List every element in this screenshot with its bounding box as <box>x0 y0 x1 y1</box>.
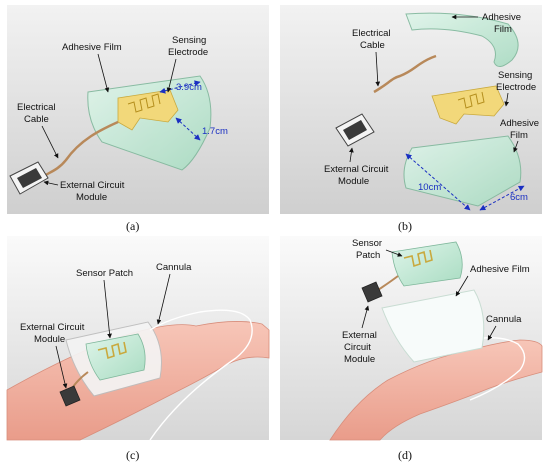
arrow-external-circuit-c <box>55 345 68 389</box>
label-external-circuit-d-line2: Circuit <box>344 342 371 353</box>
arrow-electrical-cable <box>41 125 59 159</box>
label-electrical-cable-line1: Electrical <box>17 102 56 113</box>
panel-c-label: (c) <box>126 448 139 462</box>
label-cannula-d: Cannula <box>486 314 522 325</box>
sensing-electrode-shape-b <box>431 85 505 125</box>
dimension-6cm-label: 6cm <box>510 192 528 203</box>
panel-c: Sensor Patch Cannula External Circuit Mo… <box>6 236 270 441</box>
label-sensing-electrode-line2: Electrode <box>168 47 208 58</box>
arrow-external-circuit-b <box>349 147 354 163</box>
label-adhesive-film-bottom-line1: Adhesive <box>500 118 539 129</box>
arrow-adhesive-film-bottom <box>513 140 519 153</box>
dimension-line-10cm <box>405 153 471 211</box>
sensor-patch-shape-c <box>85 333 146 381</box>
electrical-cable-shape <box>43 120 119 178</box>
label-electrical-cable-b-line1: Electrical <box>352 28 391 39</box>
arrow-sensor-patch-d <box>385 249 403 257</box>
arm-shape-d <box>329 339 543 441</box>
sensor-patch-shape-d <box>391 241 463 287</box>
dimension-height-label: 1.7cm <box>202 126 228 137</box>
panel-d: Sensor Patch Adhesive Film Cannula Exter… <box>280 236 543 441</box>
label-adhesive-film-top-line1: Adhesive <box>482 12 521 23</box>
label-sensing-electrode-line1: Sensing <box>172 35 206 46</box>
top-adhesive-film-shape <box>405 12 519 67</box>
electrical-cable-shape-b <box>373 54 437 94</box>
external-circuit-module-shape-d <box>361 281 383 303</box>
label-external-circuit-c-line2: Module <box>34 334 65 345</box>
external-circuit-module-shape-b <box>335 113 375 147</box>
label-sensing-electrode-b-line2: Electrode <box>496 82 536 93</box>
electrode-shape-c <box>97 341 127 360</box>
label-adhesive-film-d: Adhesive Film <box>470 264 530 275</box>
label-electrical-cable-line2: Cable <box>24 114 49 125</box>
dimension-line-width <box>159 80 201 94</box>
arrow-sensing-electrode-b <box>504 92 510 107</box>
panel-a-label: (a) <box>126 219 139 233</box>
label-adhesive-film-top-line2: Film <box>494 24 512 35</box>
electrode-serpentine-b <box>457 91 485 109</box>
panel-d-label: (d) <box>398 448 412 462</box>
arrow-adhesive-film <box>97 53 110 93</box>
label-adhesive-film: Adhesive Film <box>62 42 122 53</box>
dimension-width-label: 3.9cm <box>176 82 202 93</box>
label-external-circuit-b-line1: External Circuit <box>324 164 389 175</box>
dimension-10cm-label: 10cm <box>418 182 441 193</box>
arrow-external-circuit <box>43 180 59 186</box>
label-sensing-electrode-b-line1: Sensing <box>498 70 532 81</box>
label-cannula-c: Cannula <box>156 262 192 273</box>
adhesive-film-shape-d <box>381 289 485 363</box>
label-external-circuit-b-line2: Module <box>338 176 369 187</box>
panel-a: 3.9cm 1.7cm Adhesive Film Sensing Electr… <box>7 5 269 214</box>
arrow-external-circuit-d <box>361 305 370 329</box>
arrow-sensing-electrode <box>166 58 177 93</box>
panel-b-label: (b) <box>398 219 412 233</box>
cable-shape-d <box>377 275 399 291</box>
label-sensor-patch-d-line1: Sensor <box>352 238 382 249</box>
arrow-electrical-cable-b <box>375 51 381 87</box>
electrode-shape-d <box>403 249 433 268</box>
electrode-serpentine <box>127 93 161 113</box>
arrow-adhesive-film-d <box>455 275 469 297</box>
label-external-circuit-d-line1: External <box>342 330 377 341</box>
label-external-circuit-c-line1: External Circuit <box>20 322 85 333</box>
label-external-circuit-line1: External Circuit <box>60 180 125 191</box>
dimension-line-6cm <box>479 185 525 211</box>
label-sensor-patch-c: Sensor Patch <box>76 268 133 279</box>
arrow-cannula-d <box>487 325 497 341</box>
label-electrical-cable-b-line2: Cable <box>360 40 385 51</box>
label-adhesive-film-bottom-line2: Film <box>510 130 528 141</box>
label-sensor-patch-d-line2: Patch <box>356 250 380 261</box>
panel-b: 10cm 6cm Adhesive Film Electrical Cable … <box>280 5 542 214</box>
label-external-circuit-line2: Module <box>76 192 107 203</box>
arrow-cannula-c <box>156 273 171 325</box>
cannula-shape-c <box>149 309 253 441</box>
external-circuit-module-shape <box>9 161 49 195</box>
cannula-shape-d <box>469 337 526 401</box>
external-circuit-module-shape-c <box>59 385 81 407</box>
arrow-sensor-patch-c <box>103 279 112 339</box>
label-external-circuit-d-line3: Module <box>344 354 375 365</box>
dimension-line-height <box>175 117 201 141</box>
